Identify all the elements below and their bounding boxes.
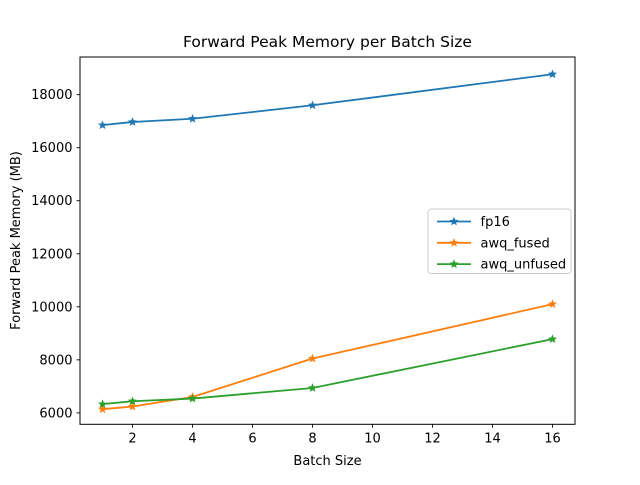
data-marker-awq_unfused (127, 396, 138, 406)
data-marker-fp16 (97, 120, 108, 130)
data-marker-fp16 (127, 117, 138, 126)
series-line-awq_fused (102, 303, 553, 411)
data-marker-awq_unfused (547, 334, 558, 344)
y-tick-label: 8000 (39, 353, 72, 368)
legend-marker-fp16 (449, 216, 459, 226)
data-marker-fp16 (187, 113, 198, 123)
x-tick-label: 8 (308, 431, 316, 446)
plot-area: 2 4 6 8 10 12 14 16 6000 8000 10000 12000 14000 16000… (31, 56, 576, 446)
y-tick-label: 12000 (31, 247, 72, 262)
x-tick-label: 12 (424, 431, 441, 446)
data-marker-fp16 (547, 69, 558, 79)
legend-marker-awq_fused (449, 238, 459, 247)
y-tick-label: 18000 (31, 88, 72, 103)
legend-label-awq_unfused: awq_unfused (481, 258, 567, 273)
x-tick-label: 14 (484, 431, 501, 446)
series-line-awq_unfused (102, 338, 553, 406)
data-marker-awq_unfused (97, 399, 108, 409)
data-marker-awq_fused (97, 404, 108, 414)
y-tick-label: 6000 (39, 406, 72, 421)
legend-label-fp16: fp16 (481, 215, 510, 230)
y-tick-label: 16000 (31, 141, 72, 156)
data-marker-awq_fused (127, 401, 138, 411)
series-line-fp16 (102, 73, 553, 127)
data-marker-awq_fused (547, 299, 558, 309)
plot-frame (79, 56, 576, 425)
x-tick-label: 2 (128, 431, 136, 446)
data-marker-awq_unfused (307, 383, 318, 392)
x-tick-label: 16 (544, 431, 561, 446)
x-axis-label: Batch Size (293, 454, 361, 469)
data-marker-fp16 (307, 100, 318, 110)
x-tick-label: 4 (188, 431, 196, 446)
legend-label-awq_fused: awq_fused (481, 236, 550, 251)
x-tick-label: 10 (364, 431, 381, 446)
legend-marker-awq_unfused (449, 259, 459, 268)
legend: fp16 awq_fused awq_unfused (427, 208, 572, 274)
y-tick-label: 10000 (31, 300, 72, 315)
legend-frame (427, 208, 572, 274)
chart-title: Forward Peak Memory per Batch Size (183, 33, 472, 51)
x-tick-label: 6 (248, 431, 256, 446)
data-marker-awq_fused (307, 353, 318, 363)
y-tick-label: 14000 (31, 194, 72, 209)
y-axis-label: Forward Peak Memory (MB) (9, 151, 24, 330)
data-marker-awq_unfused (187, 393, 198, 403)
